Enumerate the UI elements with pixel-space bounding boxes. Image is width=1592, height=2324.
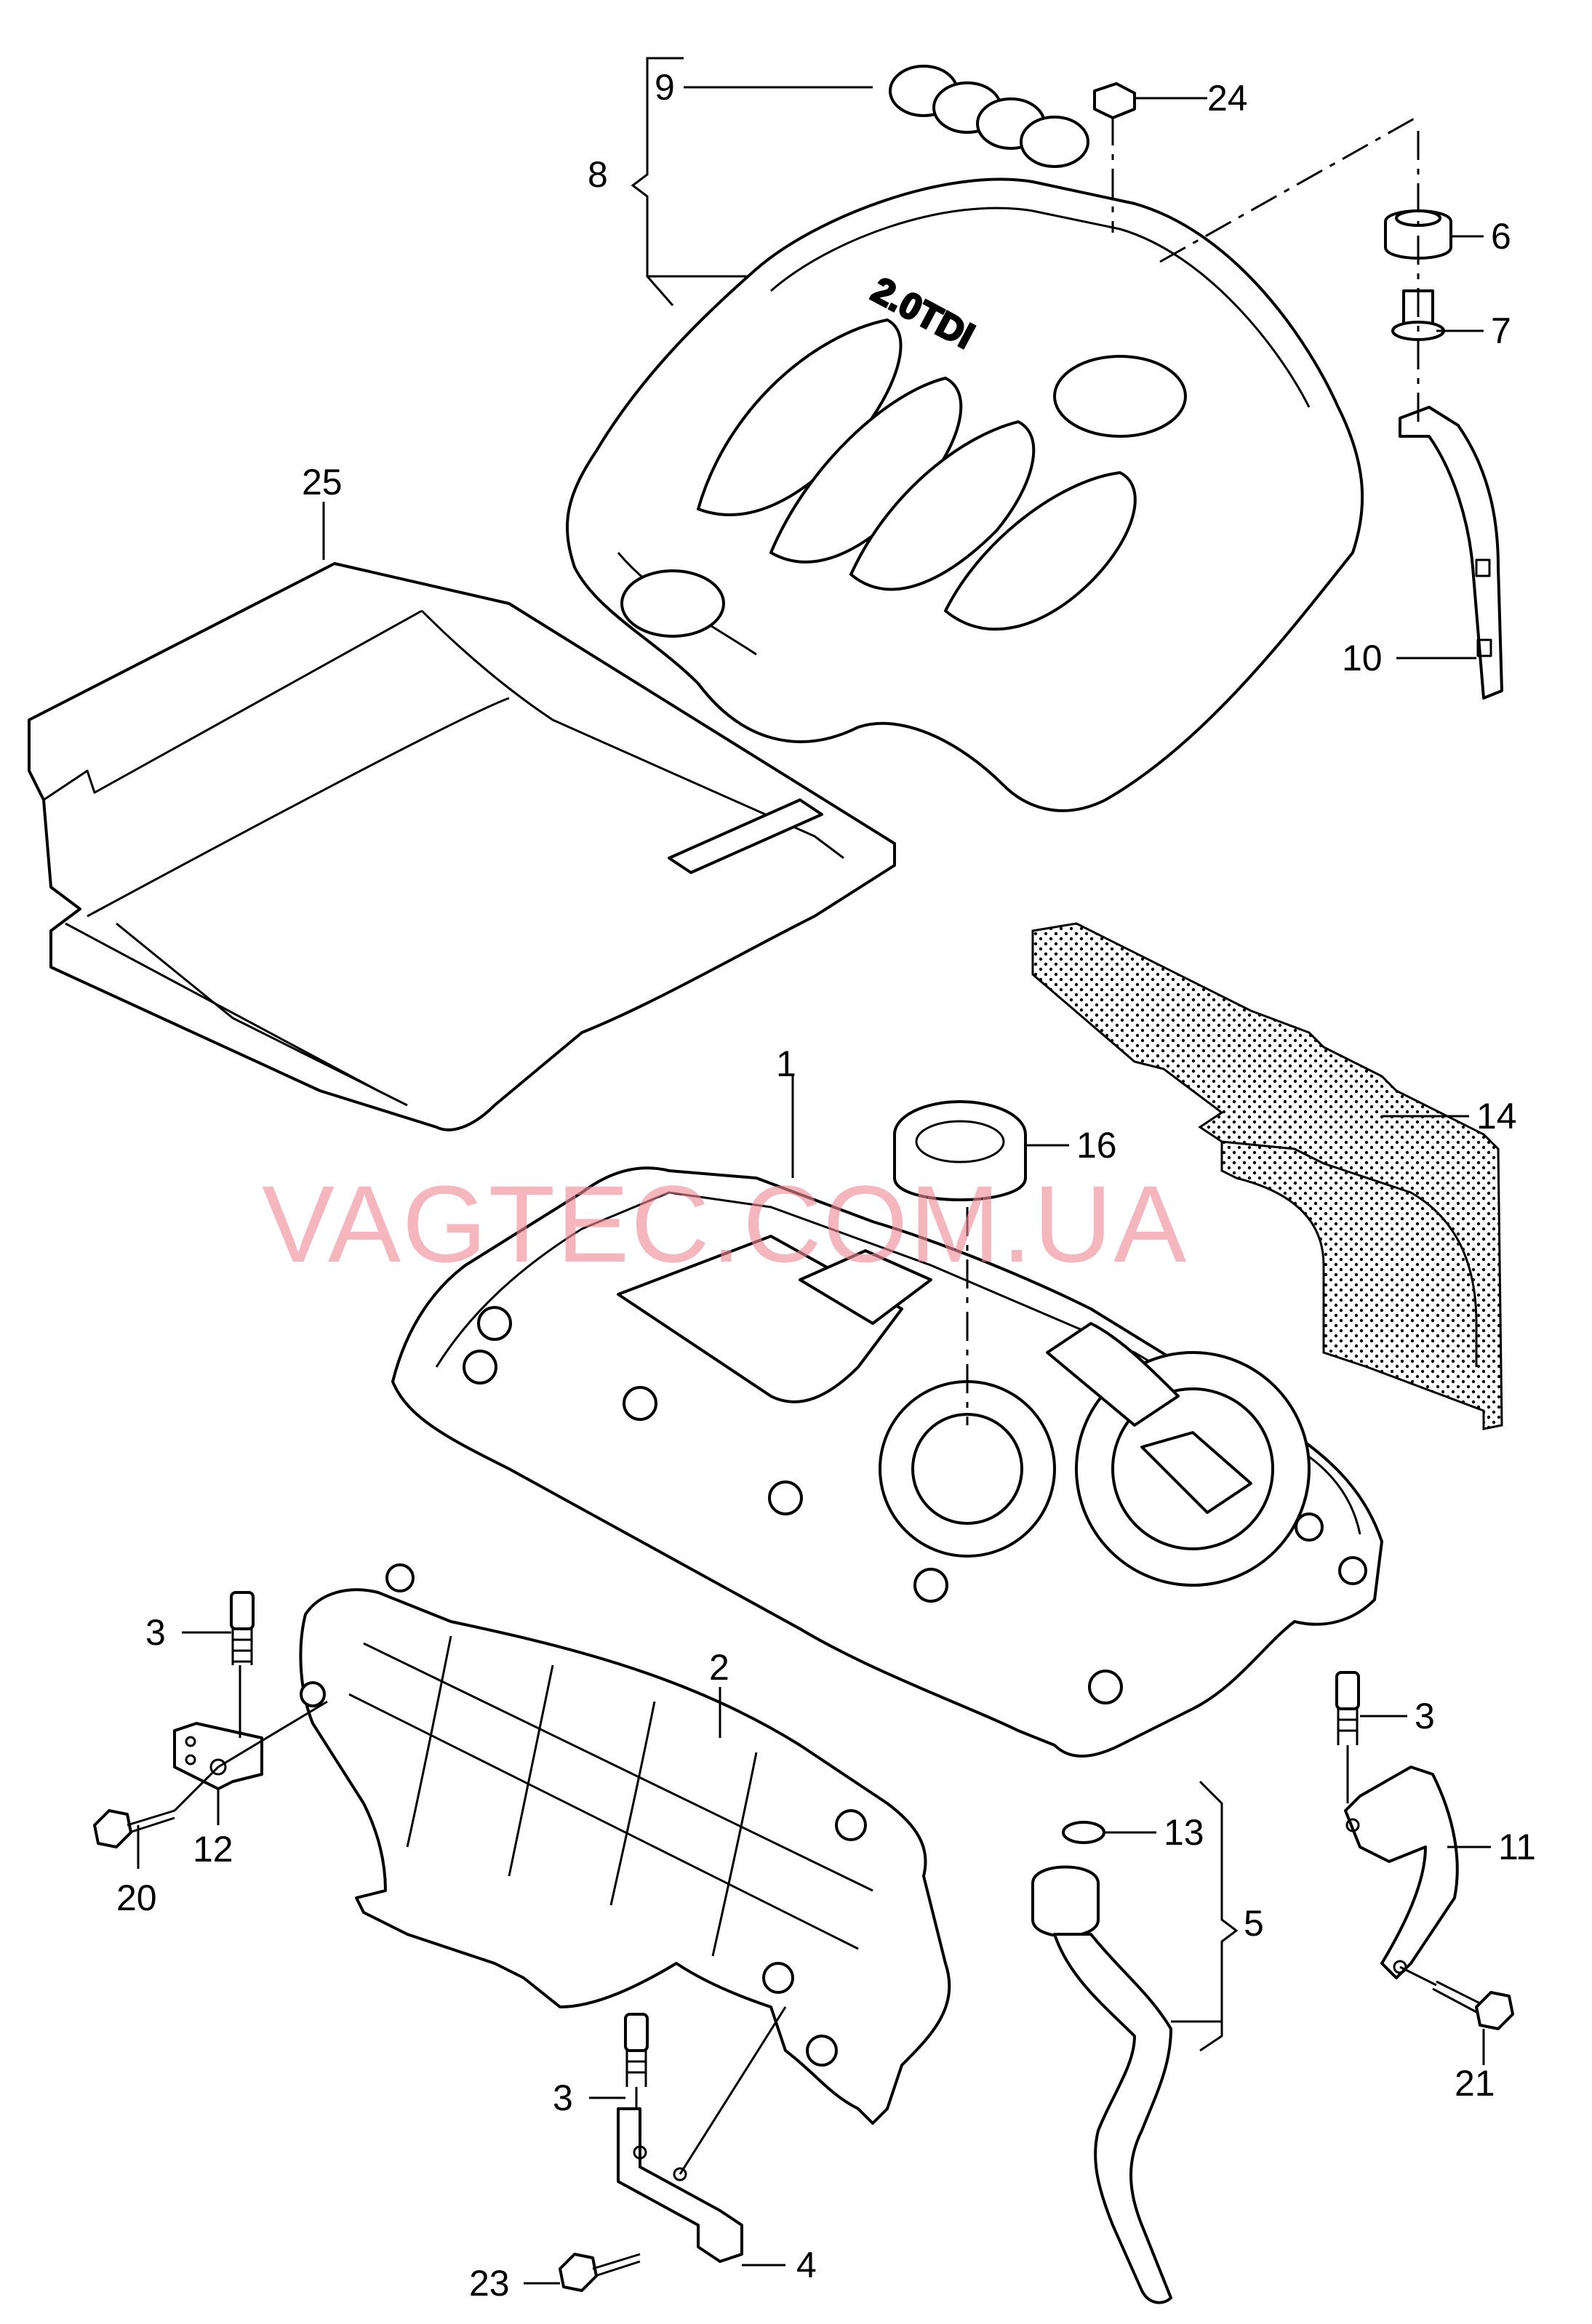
assembly-line-20-12 — [173, 1766, 220, 1812]
bracket-11 — [1344, 1766, 1459, 1979]
insulation-tray — [28, 562, 896, 1131]
cover-nut-24 — [1093, 82, 1136, 233]
label-part-3-right: 3 — [1415, 1696, 1435, 1736]
rubber-mount-6 — [1384, 209, 1452, 260]
bolt-21 — [1432, 1980, 1514, 2030]
label-part-16: 16 — [1076, 1125, 1117, 1166]
cylinder-head-cover — [391, 1166, 1383, 1758]
label-part-23: 23 — [469, 2263, 510, 2304]
engine-cover: 2.0TDI — [566, 65, 1364, 812]
heat-shield-2 — [299, 1563, 951, 2125]
label-part-20: 20 — [116, 1878, 157, 1918]
leader-lines — [137, 57, 1491, 2285]
assembly-line-cover-6 — [1159, 115, 1419, 263]
part-labels: 1 2 3 3 3 4 5 6 7 8 9 10 11 12 13 14 16 … — [116, 67, 1536, 2304]
bracket-10 — [1399, 406, 1503, 700]
label-part-3-bottom: 3 — [553, 2077, 573, 2118]
bracket-4 — [617, 2107, 743, 2263]
label-part-4: 4 — [796, 2245, 817, 2285]
bolt-23 — [559, 2253, 641, 2292]
label-part-9: 9 — [655, 67, 675, 108]
label-part-5: 5 — [1244, 1903, 1264, 1944]
label-part-1: 1 — [776, 1043, 796, 1084]
cover-bolt-bosses — [463, 1306, 1367, 1704]
assembly-line-12-2 — [217, 1700, 328, 1768]
label-part-24: 24 — [1207, 78, 1248, 119]
bolt-3-right — [1335, 1671, 1360, 1745]
bracket-12 — [173, 1722, 263, 1790]
label-part-8: 8 — [588, 154, 608, 195]
insulation-mat-14 — [1031, 922, 1503, 1430]
label-part-7: 7 — [1491, 310, 1511, 351]
assembly-line-11-21 — [1399, 1966, 1437, 1987]
watermark-text: VAGTEC.COM.UA — [262, 1163, 1188, 1285]
label-part-12: 12 — [193, 1829, 233, 1870]
label-part-21: 21 — [1455, 2063, 1495, 2104]
label-part-2: 2 — [709, 1647, 729, 1688]
breather-hose-5 — [1031, 1821, 1172, 2304]
label-part-3-left: 3 — [145, 1612, 166, 1653]
assembly-line-4-2 — [679, 2006, 787, 2175]
label-part-10: 10 — [1342, 638, 1383, 678]
bolt-20 — [93, 1809, 175, 1848]
label-part-14: 14 — [1476, 1096, 1517, 1137]
label-part-11: 11 — [1498, 1827, 1536, 1867]
audi-rings-emblem — [889, 65, 1089, 168]
label-part-25: 25 — [302, 462, 343, 502]
bolt-3-bottom — [624, 2013, 649, 2087]
bolt-3-left — [230, 1591, 255, 1665]
label-part-13: 13 — [1164, 1812, 1204, 1853]
label-part-6: 6 — [1491, 216, 1511, 257]
seal-ring-16 — [893, 1100, 1027, 1425]
